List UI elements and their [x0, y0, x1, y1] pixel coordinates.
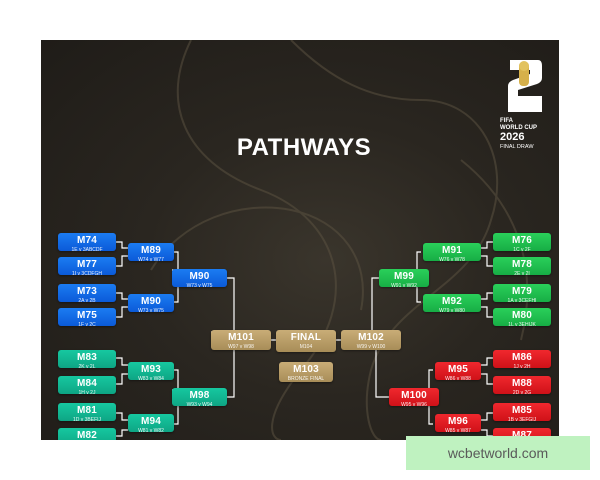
- match-m82: M82: [58, 428, 116, 440]
- page-title: PATHWAYS: [236, 134, 372, 161]
- pathways-poster: PATHWAYS FIFA WORLD CUP 2026 FINAL DRAW …: [41, 40, 559, 440]
- bracket-lines: [116, 241, 493, 437]
- trophy-26-icon: [508, 60, 542, 112]
- logo-year: 2026: [500, 131, 525, 143]
- watermark-banner: wcbetworld.com: [406, 436, 590, 470]
- fifa-world-cup-logo: FIFA WORLD CUP 2026 FINAL DRAW: [500, 54, 554, 154]
- logo-line2: FINAL DRAW: [500, 144, 534, 150]
- logo-line1: WORLD CUP: [500, 125, 537, 131]
- logo-brand: FIFA: [500, 118, 513, 124]
